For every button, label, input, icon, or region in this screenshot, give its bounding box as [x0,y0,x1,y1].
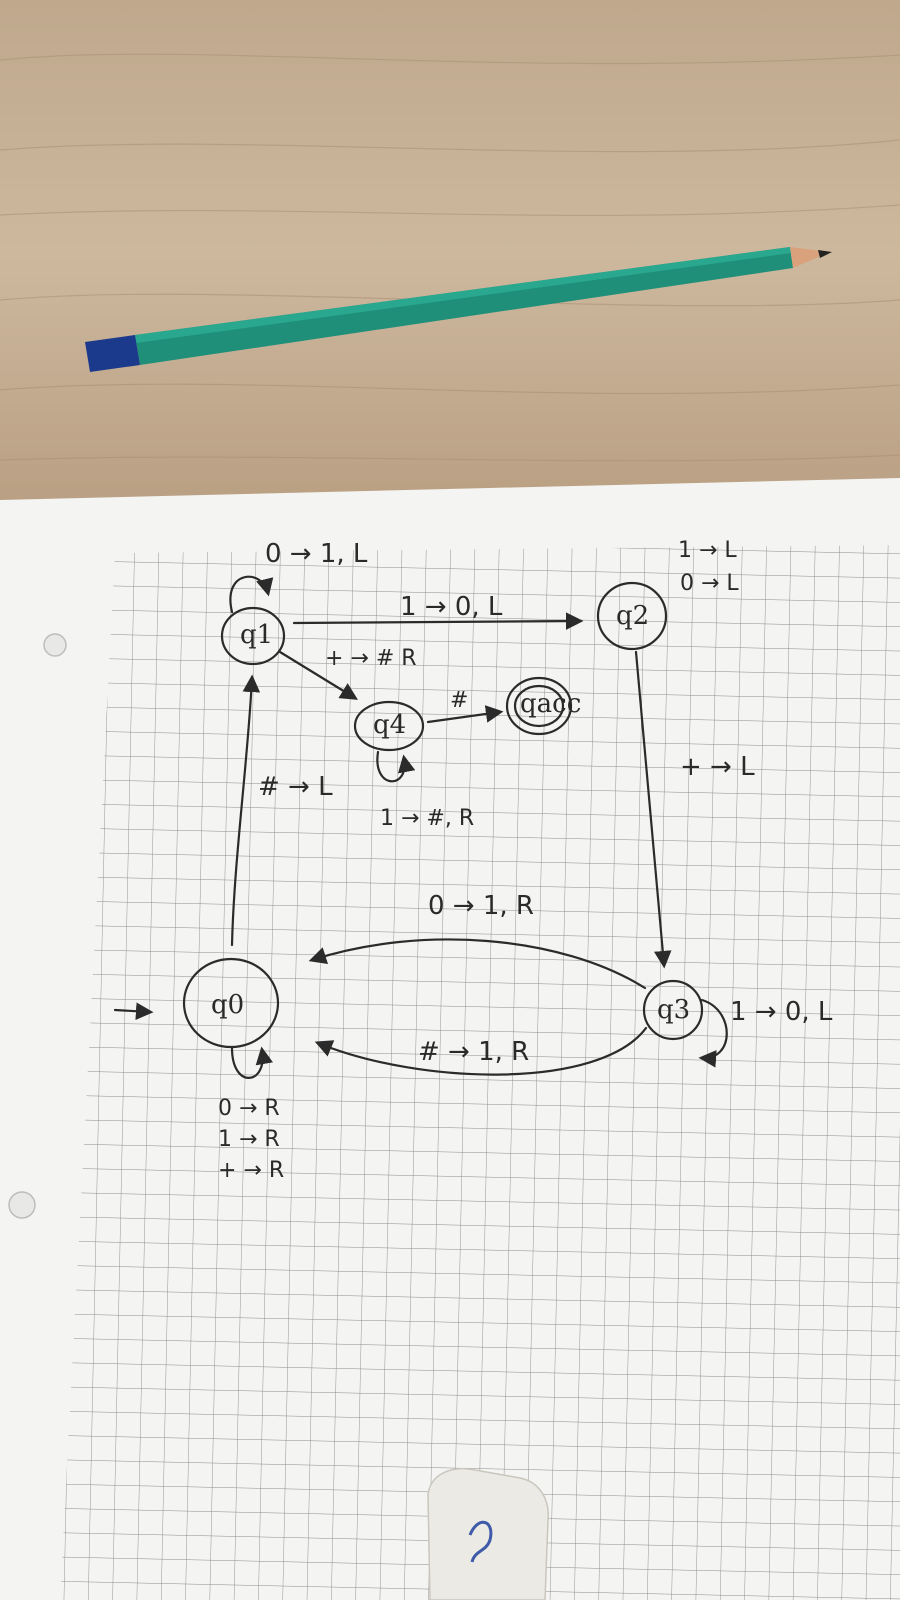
edge-q1-q4-label: + → # R [325,646,417,671]
edge-q2-q3-label: + → L [680,752,755,782]
pencil [85,247,832,372]
edge-q0-self [230,1046,274,1079]
edge-q0-self-label-1: 0 → R [218,1096,280,1121]
grid-paper [60,545,900,1600]
state-q2: q2 [596,581,668,651]
state-qacc-label: qacc [520,689,581,719]
edge-q3-self [698,998,728,1068]
state-q3-label: q3 [657,995,690,1025]
edge-q4-self-label: 1 → #, R [380,806,474,831]
edge-q1-self [229,575,274,614]
state-q0-label: q0 [211,990,244,1020]
state-q0: q0 [182,957,280,1049]
edge-q0-self-label-3: + → R [218,1158,284,1183]
edge-q0-q1 [230,674,261,947]
edge-q1-self-label: 0 → 1, L [265,539,368,569]
punch-hole [43,633,67,657]
state-q4-label: q4 [373,710,406,740]
eraser [427,1468,549,1600]
edge-q3-q0-upper-label: 0 → 1, R [428,891,534,921]
edge-q3-self-label: 1 → 0, L [730,997,833,1027]
edge-q1-q4 [278,650,359,700]
state-qacc: qacc [505,676,581,736]
state-q1-label: q1 [240,620,273,650]
turing-machine-diagram: q1 q2 q4 qacc q0 q3 0 → 1, L 1 → [113,538,833,1183]
edge-q1-q2 [292,612,584,630]
edge-q0-q1-label: # → L [258,772,333,802]
punch-hole [8,1191,36,1219]
edge-q3-q0-lower-label: # → 1, R [418,1037,529,1067]
edge-q2-self-label-1: 1 → L [678,538,737,563]
edge-q3-q0-upper [308,938,647,990]
start-arrow [113,1002,154,1020]
edge-q4-qacc-label: # [450,688,468,713]
edge-q2-q3 [634,650,672,969]
state-q2-label: q2 [616,601,649,631]
edge-q1-q2-label: 1 → 0, L [400,592,503,622]
edge-q4-qacc [426,705,504,724]
edge-q3-q0-lower [314,1026,648,1076]
state-q1: q1 [220,606,286,666]
state-q3: q3 [642,979,704,1041]
edge-q0-self-label-2: 1 → R [218,1127,280,1152]
state-q4: q4 [353,700,425,752]
edge-q4-self [376,750,416,783]
edge-q2-self-label-2: 0 → L [680,571,739,596]
